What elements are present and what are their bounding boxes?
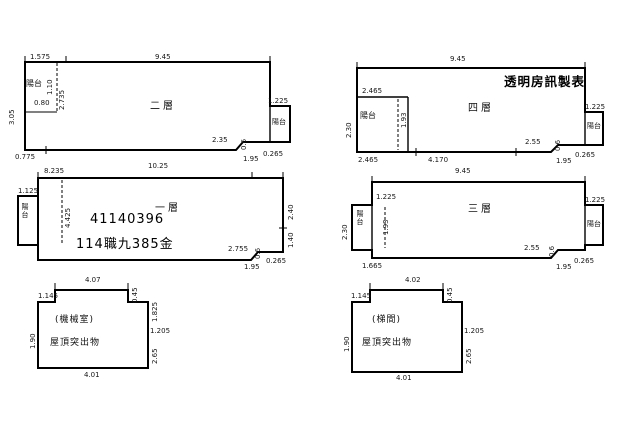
floor-name-2f: 二層 — [150, 101, 176, 112]
dim-1f-top: 8.235 — [44, 167, 65, 175]
dim-ticks — [24, 56, 586, 290]
roof-protrusion-label-a: 屋頂突出物 — [50, 338, 101, 348]
dim-3f-left: 2.30 — [341, 224, 349, 240]
dim-roofa-step-w: 1.145 — [38, 292, 59, 300]
dim-roofb-top: 4.02 — [405, 276, 421, 284]
dim-3f-r-balcony-top: 1.225 — [585, 196, 606, 204]
floor-name-3f: 三層 — [468, 204, 494, 215]
dim-roofb-bottom: 4.01 — [396, 374, 412, 382]
dim-1f-right-upper: 2.40 — [287, 204, 295, 220]
dim-3f-step-top: 2.55 — [524, 244, 540, 252]
dim-2f-bottom-offset: 0.775 — [15, 153, 36, 161]
roof-protrusion-label-b: 屋頂突出物 — [362, 338, 413, 348]
dim-2f-bottom-right: 1.95 — [243, 155, 259, 163]
reference-number: 114職九385金 — [76, 237, 174, 252]
balcony-label-2f-left: 陽台 — [26, 79, 42, 88]
case-number: 41140396 — [90, 212, 165, 227]
plan-4f-left-balcony-walls — [357, 96, 409, 152]
plan-2f-outline — [24, 61, 291, 151]
dim-2f-top: 9.45 — [155, 53, 171, 61]
dim-3f-l-balcony-top: 1.225 — [376, 193, 397, 201]
dim-roofa-right-mid: 1.205 — [150, 327, 171, 335]
balcony-label-4f-right: 陽台 — [587, 122, 601, 130]
dim-4f-left: 2.30 — [345, 122, 353, 138]
dim-4f-balcony-dash: 1.93 — [400, 112, 408, 128]
dim-3f-step-small: 0.265 — [574, 257, 595, 265]
dim-4f-bottom-left: 2.465 — [358, 156, 379, 164]
dim-1f-step-top: 2.755 — [228, 245, 249, 253]
dim-2f-r-balcony-top: 1.225 — [268, 97, 289, 105]
balcony-label-3f-right: 陽台 — [587, 220, 601, 228]
dim-1f-right-lower: 1.40 — [287, 232, 295, 248]
dim-roofa-right-lower: 2.65 — [151, 348, 159, 364]
dim-2f-balcony-h: 1.10 — [46, 79, 54, 95]
balcony-label-3f-left: 陽台 — [356, 210, 364, 226]
dim-roofa-left: 1.90 — [29, 333, 37, 349]
dim-roofb-step-h: 0.45 — [446, 287, 454, 303]
dim-3f-top: 9.45 — [455, 167, 471, 175]
dim-3f-bottom-right: 1.95 — [556, 263, 572, 271]
dim-3f-step-h: 0.6 — [548, 245, 556, 257]
roof-a-outline — [37, 289, 149, 369]
dim-2f-bottom-total: 10.25 — [148, 162, 169, 170]
dim-4f-r-balcony-top: 1.225 — [585, 103, 606, 111]
dim-roofb-right-lower: 2.65 — [465, 348, 473, 364]
balcony-label-4f-left: 陽台 — [360, 111, 376, 120]
plan-1f-left-balcony — [17, 195, 38, 246]
dim-4f-bottom-right: 1.95 — [556, 157, 572, 165]
balcony-label-2f-right: 陽台 — [272, 118, 286, 126]
dim-1f-bottom-right: 1.95 — [244, 263, 260, 271]
dim-roofa-top: 4.07 — [85, 276, 101, 284]
dim-roofb-right-mid: 1.205 — [464, 327, 485, 335]
dim-1f-step-small: 0.265 — [266, 257, 287, 265]
dim-2f-step-small: 0.265 — [263, 150, 284, 158]
dim-4f-left-top: 2.465 — [362, 87, 383, 95]
roof-b-outline — [351, 289, 463, 373]
dim-roofa-bottom: 4.01 — [84, 371, 100, 379]
dim-3f-bottom-left: 1.665 — [362, 262, 383, 270]
dim-4f-step-h: 0.6 — [554, 139, 562, 151]
dim-2f-step-h: 0.6 — [240, 138, 248, 150]
dim-roofb-step-w: 1.145 — [351, 292, 372, 300]
dim-4f-top: 9.45 — [450, 55, 466, 63]
room-label-stairwell: (梯間) — [372, 315, 402, 325]
dim-2f-top-left: 1.575 — [30, 53, 51, 61]
maker-stamp: 透明房訊製表 — [504, 74, 586, 89]
balcony-label-1f-left: 陽台 — [21, 203, 29, 219]
dim-3f-balcony-dash: 1.93 — [382, 219, 390, 235]
room-label-machine-room: (機械室) — [55, 315, 95, 325]
floor-name-4f: 四層 — [468, 103, 494, 114]
dim-1f-balcony-top: 1.125 — [18, 187, 39, 195]
dim-2f-inner-dash: 2.735 — [58, 89, 66, 110]
dim-4f-step-small: 0.265 — [575, 151, 596, 159]
floor-name-1f: 一層 — [155, 203, 181, 214]
dim-2f-left: 3.05 — [8, 109, 16, 125]
dim-2f-step-top: 2.35 — [212, 136, 228, 144]
dim-4f-bottom-mid: 4.170 — [428, 156, 449, 164]
dim-roofa-step-h: 0.45 — [131, 287, 139, 303]
plan-4f-outline — [356, 67, 604, 153]
dim-4f-step-top: 2.55 — [525, 138, 541, 146]
dim-1f-balcony-dash: 4.425 — [64, 207, 72, 228]
plan-3f-balcony-walls — [371, 205, 586, 250]
dim-1f-step-h: 0.6 — [254, 247, 262, 259]
dim-roofb-left: 1.90 — [343, 336, 351, 352]
dim-roofa-right-upper: 1.825 — [151, 301, 159, 322]
dim-2f-inner-w: 0.80 — [34, 99, 50, 107]
plan-3f-outline — [351, 181, 604, 259]
